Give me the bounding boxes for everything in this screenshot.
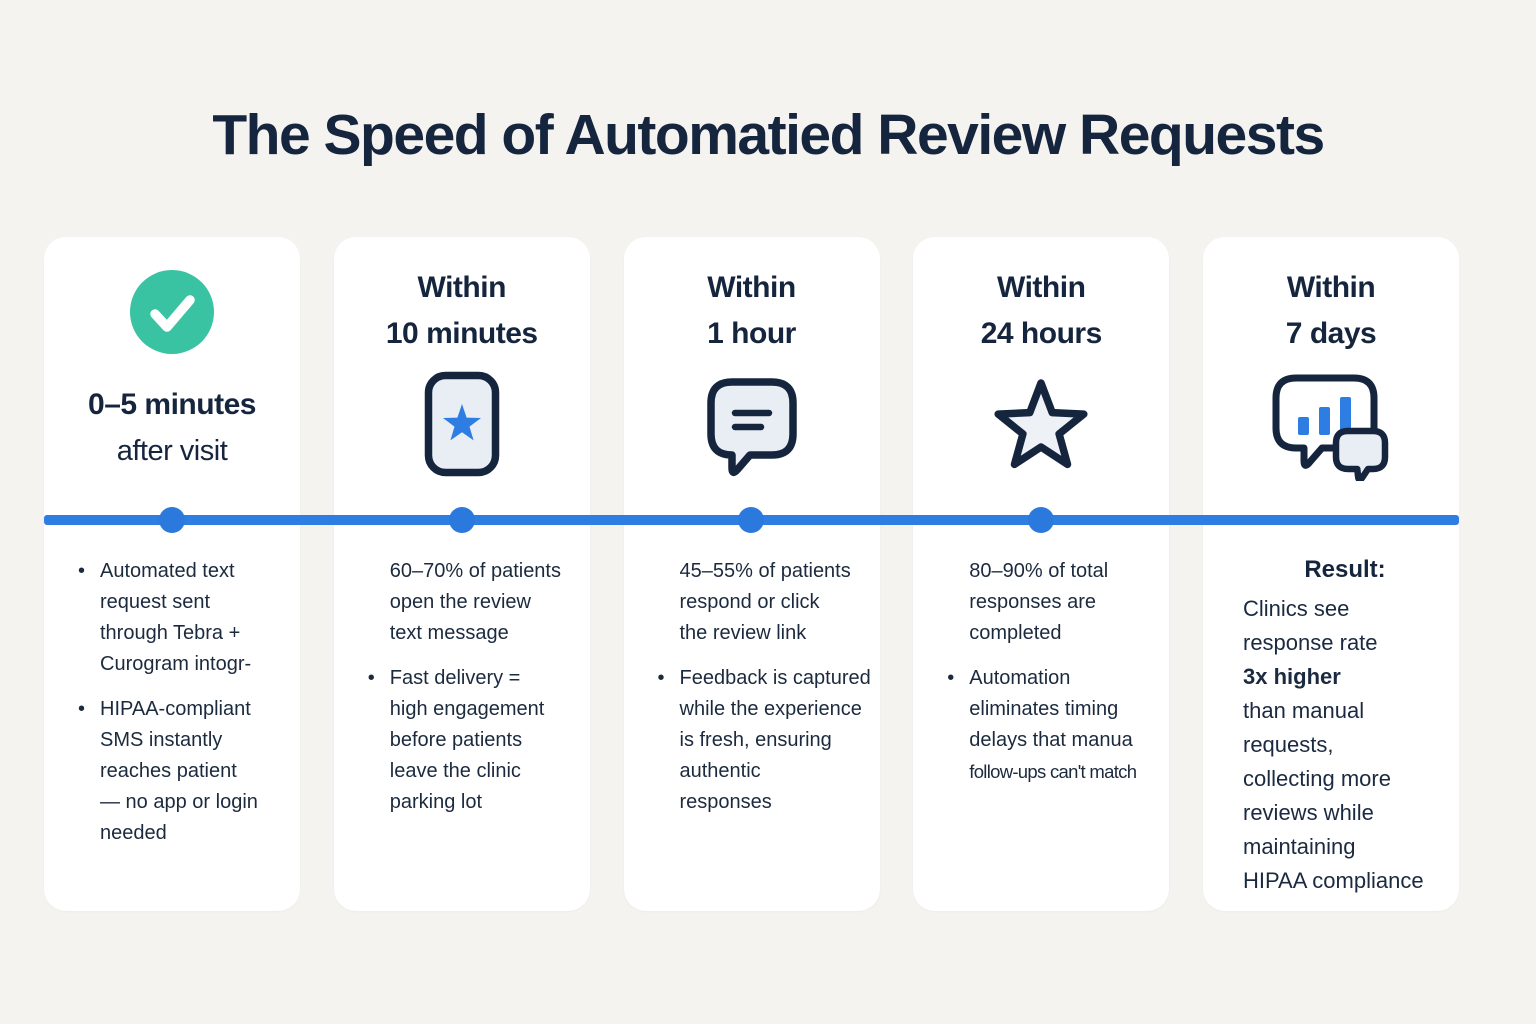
list-item: 60–70% of patients open the review text …: [368, 556, 584, 649]
list-item: • Automation eliminates timing delays th…: [947, 663, 1163, 788]
list-item-text: Automated text request sent through Tebr…: [100, 560, 252, 675]
card-heading: Within 7 days: [1285, 265, 1377, 357]
card-heading-line1: Within: [707, 271, 796, 304]
card-heading-line1: 0–5 minutes: [88, 388, 256, 421]
list-item-text: 45–55% of patients respond or click the …: [679, 560, 851, 644]
list-item: 45–55% of patients respond or click the …: [658, 556, 874, 649]
bullet-marker: •: [78, 560, 86, 582]
card-heading-line2: 1 hour: [707, 317, 796, 350]
chat-chart-icon: [1272, 374, 1389, 481]
card-heading: Within 24 hours: [980, 265, 1103, 357]
bullet-marker-empty: [658, 556, 680, 649]
list-item: 80–90% of total responses are completed: [947, 556, 1163, 649]
result-highlight: 3x higher: [1243, 664, 1341, 689]
card-body: 45–55% of patients respond or click the …: [624, 556, 880, 818]
card-heading-line2: 7 days: [1285, 317, 1377, 350]
check-circle-icon: [130, 270, 214, 354]
list-item: • Automated text request sent through Te…: [78, 556, 294, 680]
timeline-dot: [738, 507, 764, 533]
list-item-text: Feedback is captured while the experienc…: [679, 667, 871, 813]
card-heading: Within 1 hour: [707, 265, 796, 357]
bullet-marker-empty: [368, 556, 390, 649]
result-text: Clinics see response rate 3x higher than…: [1243, 596, 1424, 893]
result-label: Result:: [1304, 556, 1386, 583]
card-heading-line2: 24 hours: [980, 317, 1103, 350]
list-item: • HIPAA-compliant SMS instantly reaches …: [78, 694, 294, 849]
card-heading: Within 10 minutes: [386, 265, 538, 357]
timeline-card-10-minutes: Within 10 minutes 60–70% of patients ope…: [333, 237, 590, 911]
card-header: Within 7 days: [1203, 237, 1459, 520]
card-body: • Automated text request sent through Te…: [44, 556, 300, 849]
card-body: 80–90% of total responses are completed …: [913, 556, 1169, 788]
timeline-dot: [1028, 507, 1054, 533]
card-header: Within 1 hour: [624, 237, 880, 520]
list-item-text: Fast delivery = high engagement before p…: [389, 667, 545, 813]
chat-bubble-icon: [706, 378, 797, 477]
list-item: • Feedback is captured while the experie…: [658, 663, 874, 818]
card-heading-line1: Within: [1286, 271, 1376, 304]
list-item-text: 60–70% of patients open the review text …: [389, 560, 561, 644]
timeline-card-7-days: Within 7 days Result: Clinics see respon…: [1203, 237, 1459, 911]
timeline-card-24-hours: Within 24 hours 80–90% of total response…: [913, 237, 1170, 911]
card-body: Result: Clinics see response rate 3x hig…: [1203, 556, 1459, 898]
star-icon: [994, 379, 1088, 469]
timeline-dot: [159, 507, 185, 533]
list-item: • Fast delivery = high engagement before…: [368, 663, 584, 818]
timeline-bar: [44, 507, 1459, 533]
card-heading: 0–5 minutes after visit: [88, 382, 256, 474]
timeline-dot: [449, 507, 475, 533]
bullet-marker: •: [657, 667, 665, 689]
list-item-text-condensed: follow-ups can't match: [969, 761, 1137, 782]
timeline-card-1-hour: Within 1 hour 45–55% of patients respond…: [623, 237, 880, 911]
card-heading-line1: Within: [997, 271, 1086, 304]
bullet-marker: •: [367, 667, 375, 689]
list-item-text: Automation eliminates timing delays that…: [969, 667, 1137, 782]
card-body: 60–70% of patients open the review text …: [334, 556, 590, 818]
timeline-cards-row: 0–5 minutes after visit • Automated text…: [44, 237, 1459, 911]
card-heading-line2: 10 minutes: [385, 317, 538, 350]
list-item-text: 80–90% of total responses are completed: [969, 560, 1109, 644]
bullet-marker: •: [78, 698, 86, 720]
card-header: Within 24 hours: [913, 237, 1169, 520]
bullet-marker-empty: [947, 556, 969, 649]
page-title: The Speed of Automatied Review Requests: [212, 103, 1325, 167]
list-item-text: HIPAA-compliant SMS instantly reaches pa…: [100, 698, 258, 844]
card-header: Within 10 minutes: [334, 237, 590, 520]
phone-review-icon: [424, 371, 499, 477]
card-header: 0–5 minutes after visit: [44, 237, 300, 520]
timeline-card-0-5-minutes: 0–5 minutes after visit • Automated text…: [44, 237, 300, 911]
card-heading-line2: after visit: [116, 435, 228, 467]
card-heading-line1: Within: [417, 271, 507, 304]
bullet-marker: •: [947, 667, 955, 689]
